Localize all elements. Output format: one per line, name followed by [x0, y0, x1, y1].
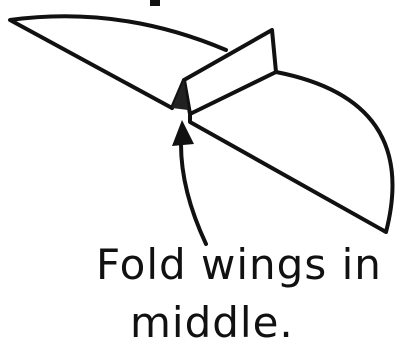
left-wing [10, 16, 226, 108]
right-wing [190, 72, 392, 232]
caption-line-2: middle. [96, 294, 396, 352]
instruction-caption: Fold wings in middle. [96, 236, 396, 352]
top-edge-mark [150, 0, 160, 6]
center-fold [172, 30, 276, 114]
caption-line-1: Fold wings in [96, 236, 396, 294]
